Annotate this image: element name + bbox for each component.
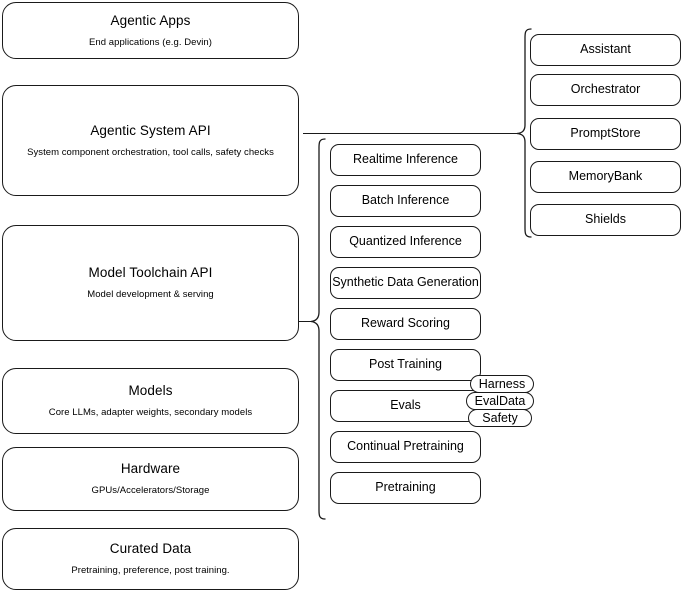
layer-hardware[interactable]: Hardware GPUs/Accelerators/Storage: [2, 447, 299, 511]
chip-label: Evals: [390, 398, 421, 413]
layer-subtitle: Model development & serving: [87, 289, 214, 300]
chip-pretraining[interactable]: Pretraining: [330, 472, 481, 504]
connector-model-toolchain-api: [299, 321, 313, 323]
layer-agentic-system-api[interactable]: Agentic System API System component orch…: [2, 85, 299, 196]
chip-label: PromptStore: [570, 126, 641, 141]
pill-label: Harness: [478, 377, 526, 391]
chip-quantized-inference[interactable]: Quantized Inference: [330, 226, 481, 258]
chip-realtime-inference[interactable]: Realtime Inference: [330, 144, 481, 176]
chip-label: Batch Inference: [361, 193, 450, 208]
layer-model-toolchain-api[interactable]: Model Toolchain API Model development & …: [2, 225, 299, 341]
layer-subtitle: End applications (e.g. Devin): [89, 36, 212, 48]
chip-shields[interactable]: Shields: [530, 204, 681, 236]
chip-synthetic-data-generation[interactable]: Synthetic Data Generation: [330, 267, 481, 299]
pill-evaldata[interactable]: EvalData: [466, 392, 534, 410]
layer-subtitle: Core LLMs, adapter weights, secondary mo…: [48, 407, 253, 418]
layer-models[interactable]: Models Core LLMs, adapter weights, secon…: [2, 368, 299, 434]
pill-label: EvalData: [474, 394, 526, 408]
layer-title: Agentic System API: [90, 122, 211, 138]
chip-post-training[interactable]: Post Training: [330, 349, 481, 381]
chip-evals[interactable]: Evals: [330, 390, 481, 422]
pill-safety[interactable]: Safety: [468, 409, 532, 427]
chip-label: Orchestrator: [570, 82, 641, 97]
chip-label: Pretraining: [375, 480, 436, 495]
chip-label: Reward Scoring: [361, 316, 450, 331]
layer-subtitle: GPUs/Accelerators/Storage: [91, 485, 210, 496]
layer-agentic-apps[interactable]: Agentic Apps End applications (e.g. Devi…: [2, 2, 299, 59]
chip-assistant[interactable]: Assistant: [530, 34, 681, 66]
pill-label: Safety: [482, 411, 518, 425]
toolchain-bracket: [310, 138, 326, 520]
chip-label: Realtime Inference: [353, 152, 458, 167]
chip-reward-scoring[interactable]: Reward Scoring: [330, 308, 481, 340]
chip-label: Shields: [585, 212, 626, 227]
chip-orchestrator[interactable]: Orchestrator: [530, 74, 681, 106]
connector-agentic-system-api: [303, 133, 517, 135]
chip-memorybank[interactable]: MemoryBank: [530, 161, 681, 193]
chip-continual-pretraining[interactable]: Continual Pretraining: [330, 431, 481, 463]
layer-title: Models: [128, 383, 173, 399]
chip-batch-inference[interactable]: Batch Inference: [330, 185, 481, 217]
layer-title: Curated Data: [109, 541, 192, 557]
chip-label: Synthetic Data Generation: [332, 275, 479, 290]
chip-promptstore[interactable]: PromptStore: [530, 118, 681, 150]
layer-subtitle: Pretraining, preference, post training.: [71, 565, 230, 576]
chip-label: Post Training: [369, 357, 442, 372]
chip-label: Assistant: [580, 42, 631, 57]
chip-label: MemoryBank: [568, 169, 643, 184]
layer-subtitle: System component orchestration, tool cal…: [27, 146, 274, 158]
layer-curated-data[interactable]: Curated Data Pretraining, preference, po…: [2, 528, 299, 590]
chip-label: Continual Pretraining: [347, 439, 464, 454]
chip-label: Quantized Inference: [349, 234, 462, 249]
pill-harness[interactable]: Harness: [470, 375, 534, 393]
layer-title: Hardware: [120, 461, 181, 477]
agentic-bracket: [516, 28, 532, 238]
layer-title: Model Toolchain API: [88, 265, 213, 281]
layer-title: Agentic Apps: [110, 12, 191, 28]
